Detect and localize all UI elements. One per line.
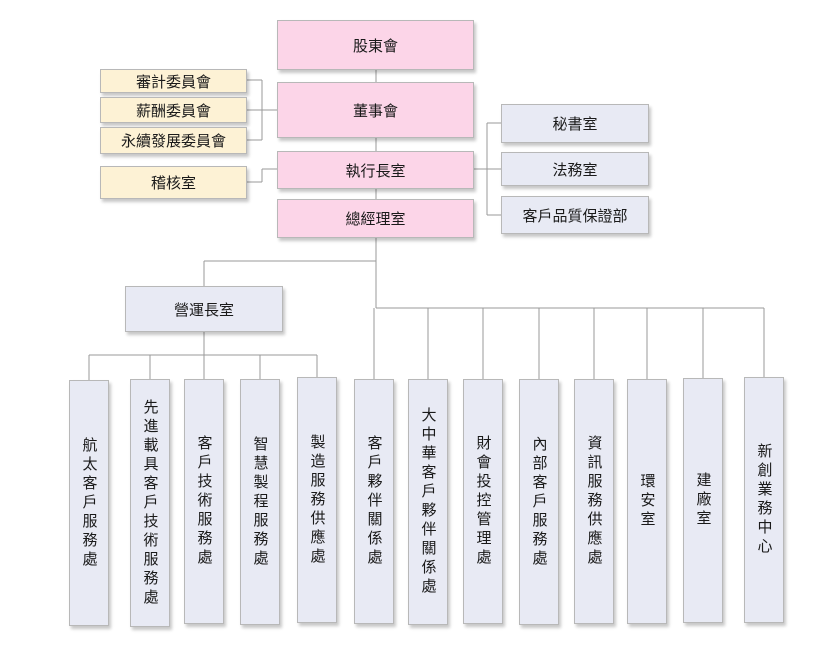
shareholders-box: 股東會	[277, 20, 474, 70]
audit-committee-label: 審計委員會	[135, 72, 211, 91]
president-unit-box: 資訊服務供應處	[574, 379, 614, 624]
coo-unit-label: 智慧製程服務處	[251, 435, 270, 569]
coo-office-label: 營運長室	[173, 300, 234, 319]
president-unit-box: 財會投控管理處	[463, 379, 503, 624]
president-unit-box: 環安室	[627, 379, 667, 624]
internal-audit-label: 稽核室	[150, 174, 196, 192]
president-unit-label: 內部客戶服務處	[530, 435, 549, 569]
remuneration-committee-label: 薪酬委員會	[135, 101, 211, 120]
ceo-office-label: 執行長室	[345, 161, 406, 180]
coo-unit-box: 先進載具客戶技術服務處	[130, 379, 170, 627]
president-unit-label: 建廠室	[694, 472, 713, 529]
president-unit-box: 大中華客戶夥伴關係處	[408, 379, 448, 625]
coo-unit-box: 航太客戶服務處	[69, 380, 109, 626]
board-label: 董事會	[352, 101, 398, 120]
audit-committee-box: 審計委員會	[100, 69, 247, 93]
quality-assurance-box: 客戶品質保證部	[501, 196, 649, 234]
president-unit-box: 內部客戶服務處	[519, 379, 559, 625]
shareholders-label: 股東會	[352, 36, 398, 55]
president-office-label: 總經理室	[345, 210, 406, 228]
remuneration-committee-box: 薪酬委員會	[100, 97, 247, 123]
coo-unit-box: 製造服務供應處	[297, 377, 337, 623]
president-office-box: 總經理室	[277, 199, 474, 238]
coo-unit-label: 航太客戶服務處	[80, 436, 99, 570]
legal-office-label: 法務室	[552, 160, 598, 179]
president-unit-box: 新創業務中心	[744, 377, 784, 623]
president-unit-box: 建廠室	[683, 378, 723, 623]
secretary-office-label: 秘書室	[552, 115, 598, 133]
coo-unit-box: 智慧製程服務處	[240, 379, 280, 625]
president-unit-label: 資訊服務供應處	[585, 435, 604, 568]
secretary-office-box: 秘書室	[501, 104, 649, 143]
coo-unit-label: 客戶技術服務處	[195, 435, 214, 568]
sustainability-committee-box: 永續發展委員會	[100, 127, 247, 154]
coo-unit-label: 製造服務供應處	[308, 433, 327, 567]
president-unit-label: 財會投控管理處	[474, 435, 493, 568]
coo-office-box: 營運長室	[125, 286, 283, 332]
quality-assurance-label: 客戶品質保證部	[522, 206, 628, 225]
legal-office-box: 法務室	[501, 152, 649, 186]
internal-audit-box: 稽核室	[100, 166, 247, 199]
board-box: 董事會	[277, 82, 474, 138]
president-unit-box: 客戶夥伴關係處	[354, 379, 394, 624]
coo-unit-label: 先進載具客戶技術服務處	[141, 398, 160, 608]
ceo-office-box: 執行長室	[277, 151, 474, 189]
president-unit-label: 客戶夥伴關係處	[365, 435, 384, 568]
president-unit-label: 新創業務中心	[755, 443, 774, 557]
sustainability-committee-label: 永續發展委員會	[120, 132, 226, 150]
coo-unit-box: 客戶技術服務處	[184, 379, 224, 624]
president-unit-label: 大中華客戶夥伴關係處	[419, 407, 438, 597]
president-unit-label: 環安室	[638, 473, 657, 530]
